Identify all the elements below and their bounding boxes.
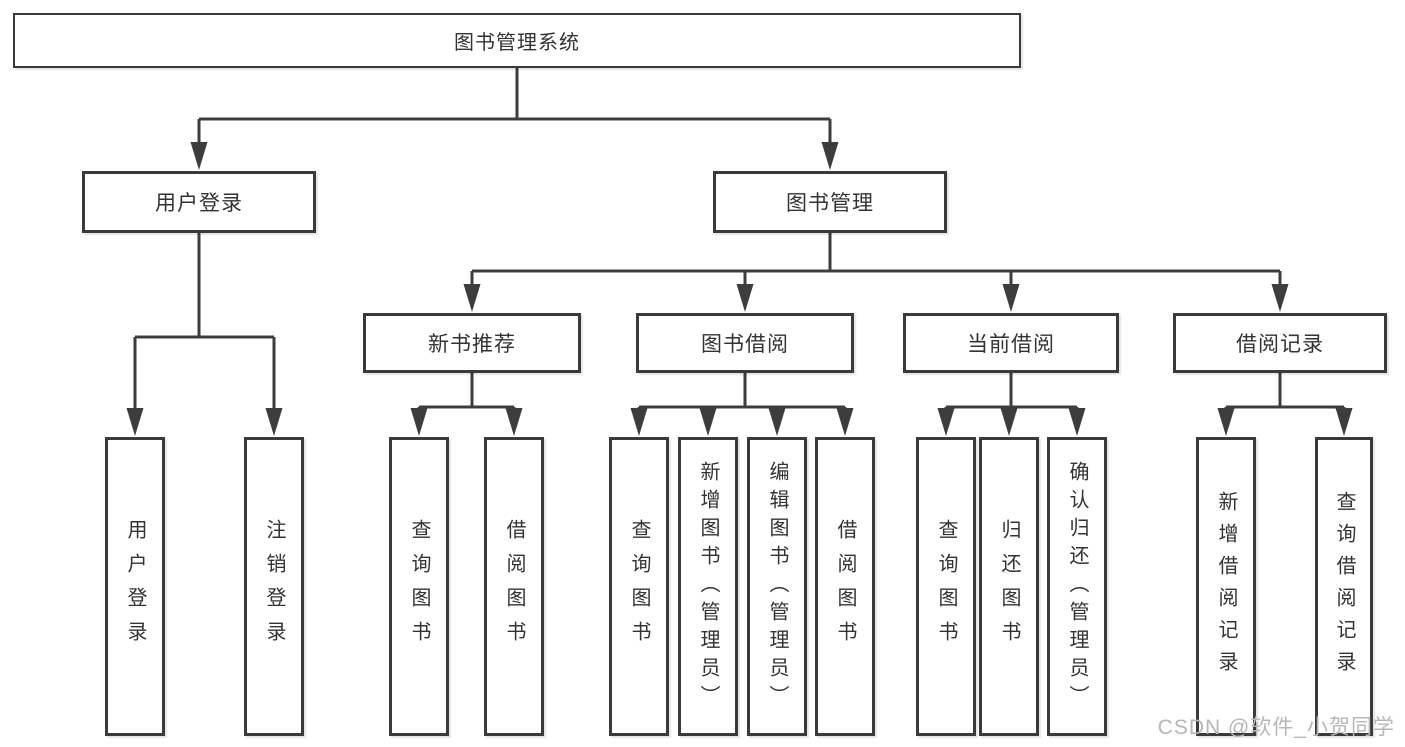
node-label: 注销登录	[263, 518, 285, 655]
arrowhead	[1217, 408, 1235, 436]
node-label: 借阅记录	[1236, 333, 1324, 356]
arrowhead	[768, 408, 786, 436]
leaf-logout-login: 注销登录	[244, 437, 304, 736]
node-new-book-recommend: 新书推荐	[363, 313, 581, 373]
node-label: 归还图书	[998, 518, 1020, 655]
node-label: 编辑图书（管理员）	[766, 460, 788, 713]
node-label: 当前借阅	[967, 333, 1055, 356]
watermark: CSDN @软件_小贺同学	[1157, 716, 1395, 739]
node-library-management-system: 图书管理系统	[13, 13, 1021, 68]
node-label: 图书管理系统	[454, 32, 580, 54]
node-label: 新书推荐	[428, 333, 516, 356]
arrowhead	[736, 284, 754, 312]
leaf-query-books-borrowing: 查询图书	[609, 437, 669, 736]
leaf-borrow-books-borrowing: 借阅图书	[815, 437, 875, 736]
connector-current-borrow-to-children	[944, 373, 1079, 412]
leaf-edit-books-admin: 编辑图书（管理员）	[747, 437, 807, 736]
arrowhead	[126, 408, 144, 436]
node-label: 用户登录	[124, 518, 146, 655]
arrowhead	[1002, 284, 1020, 312]
arrowhead	[505, 408, 523, 436]
node-label: 图书借阅	[701, 333, 789, 356]
leaf-query-books-current: 查询图书	[916, 437, 976, 736]
node-label: 借阅图书	[834, 518, 856, 655]
node-label: 确认归还（管理员）	[1066, 460, 1088, 713]
arrowhead	[699, 408, 717, 436]
node-book-borrowing: 图书借阅	[636, 313, 854, 373]
leaf-borrow-books-recommend: 借阅图书	[484, 437, 544, 736]
arrowhead	[190, 142, 208, 170]
connector-root-to-level2	[197, 68, 832, 146]
arrowhead	[1000, 408, 1018, 436]
node-label: 图书管理	[786, 192, 874, 215]
arrowheads	[126, 142, 1353, 436]
connector-new-book-rec-to-children	[417, 373, 516, 412]
arrowhead	[463, 284, 481, 312]
leaf-user-login: 用户登录	[105, 437, 165, 736]
connector-book-mgmt-to-level3	[470, 233, 1282, 288]
node-label: 查询图书	[935, 518, 957, 655]
node-label: 查询借阅记录	[1333, 490, 1355, 683]
arrowhead	[1335, 408, 1353, 436]
arrowhead	[1271, 284, 1289, 312]
leaf-return-books: 归还图书	[979, 437, 1039, 736]
arrowhead	[410, 408, 428, 436]
node-label: 查询图书	[408, 518, 430, 655]
node-label: 新增借阅记录	[1215, 490, 1237, 683]
node-label: 查询图书	[628, 518, 650, 655]
node-label: 新增图书（管理员）	[697, 460, 719, 713]
node-label: 借阅图书	[503, 518, 525, 655]
leaf-query-borrow-record: 查询借阅记录	[1315, 437, 1373, 736]
arrowhead	[937, 408, 955, 436]
connector-borrow-record-to-children	[1224, 373, 1346, 412]
node-current-borrowing: 当前借阅	[903, 313, 1119, 373]
leaf-add-books-admin: 新增图书（管理员）	[678, 437, 738, 736]
arrowhead	[265, 408, 283, 436]
node-label: 用户登录	[155, 192, 243, 215]
arrowhead	[821, 142, 839, 170]
connector-book-borrow-to-children	[637, 373, 847, 412]
leaf-query-books-recommend: 查询图书	[389, 437, 449, 736]
node-borrowing-records: 借阅记录	[1173, 313, 1387, 373]
connector-user-login-to-children	[133, 233, 276, 412]
node-user-login: 用户登录	[82, 171, 316, 233]
node-book-management: 图书管理	[713, 171, 947, 233]
arrowhead	[630, 408, 648, 436]
arrowhead	[1068, 408, 1086, 436]
leaf-add-borrow-record: 新增借阅记录	[1196, 437, 1256, 736]
connector-paths	[133, 68, 1346, 412]
arrowhead	[836, 408, 854, 436]
leaf-confirm-return-admin: 确认归还（管理员）	[1047, 437, 1107, 736]
